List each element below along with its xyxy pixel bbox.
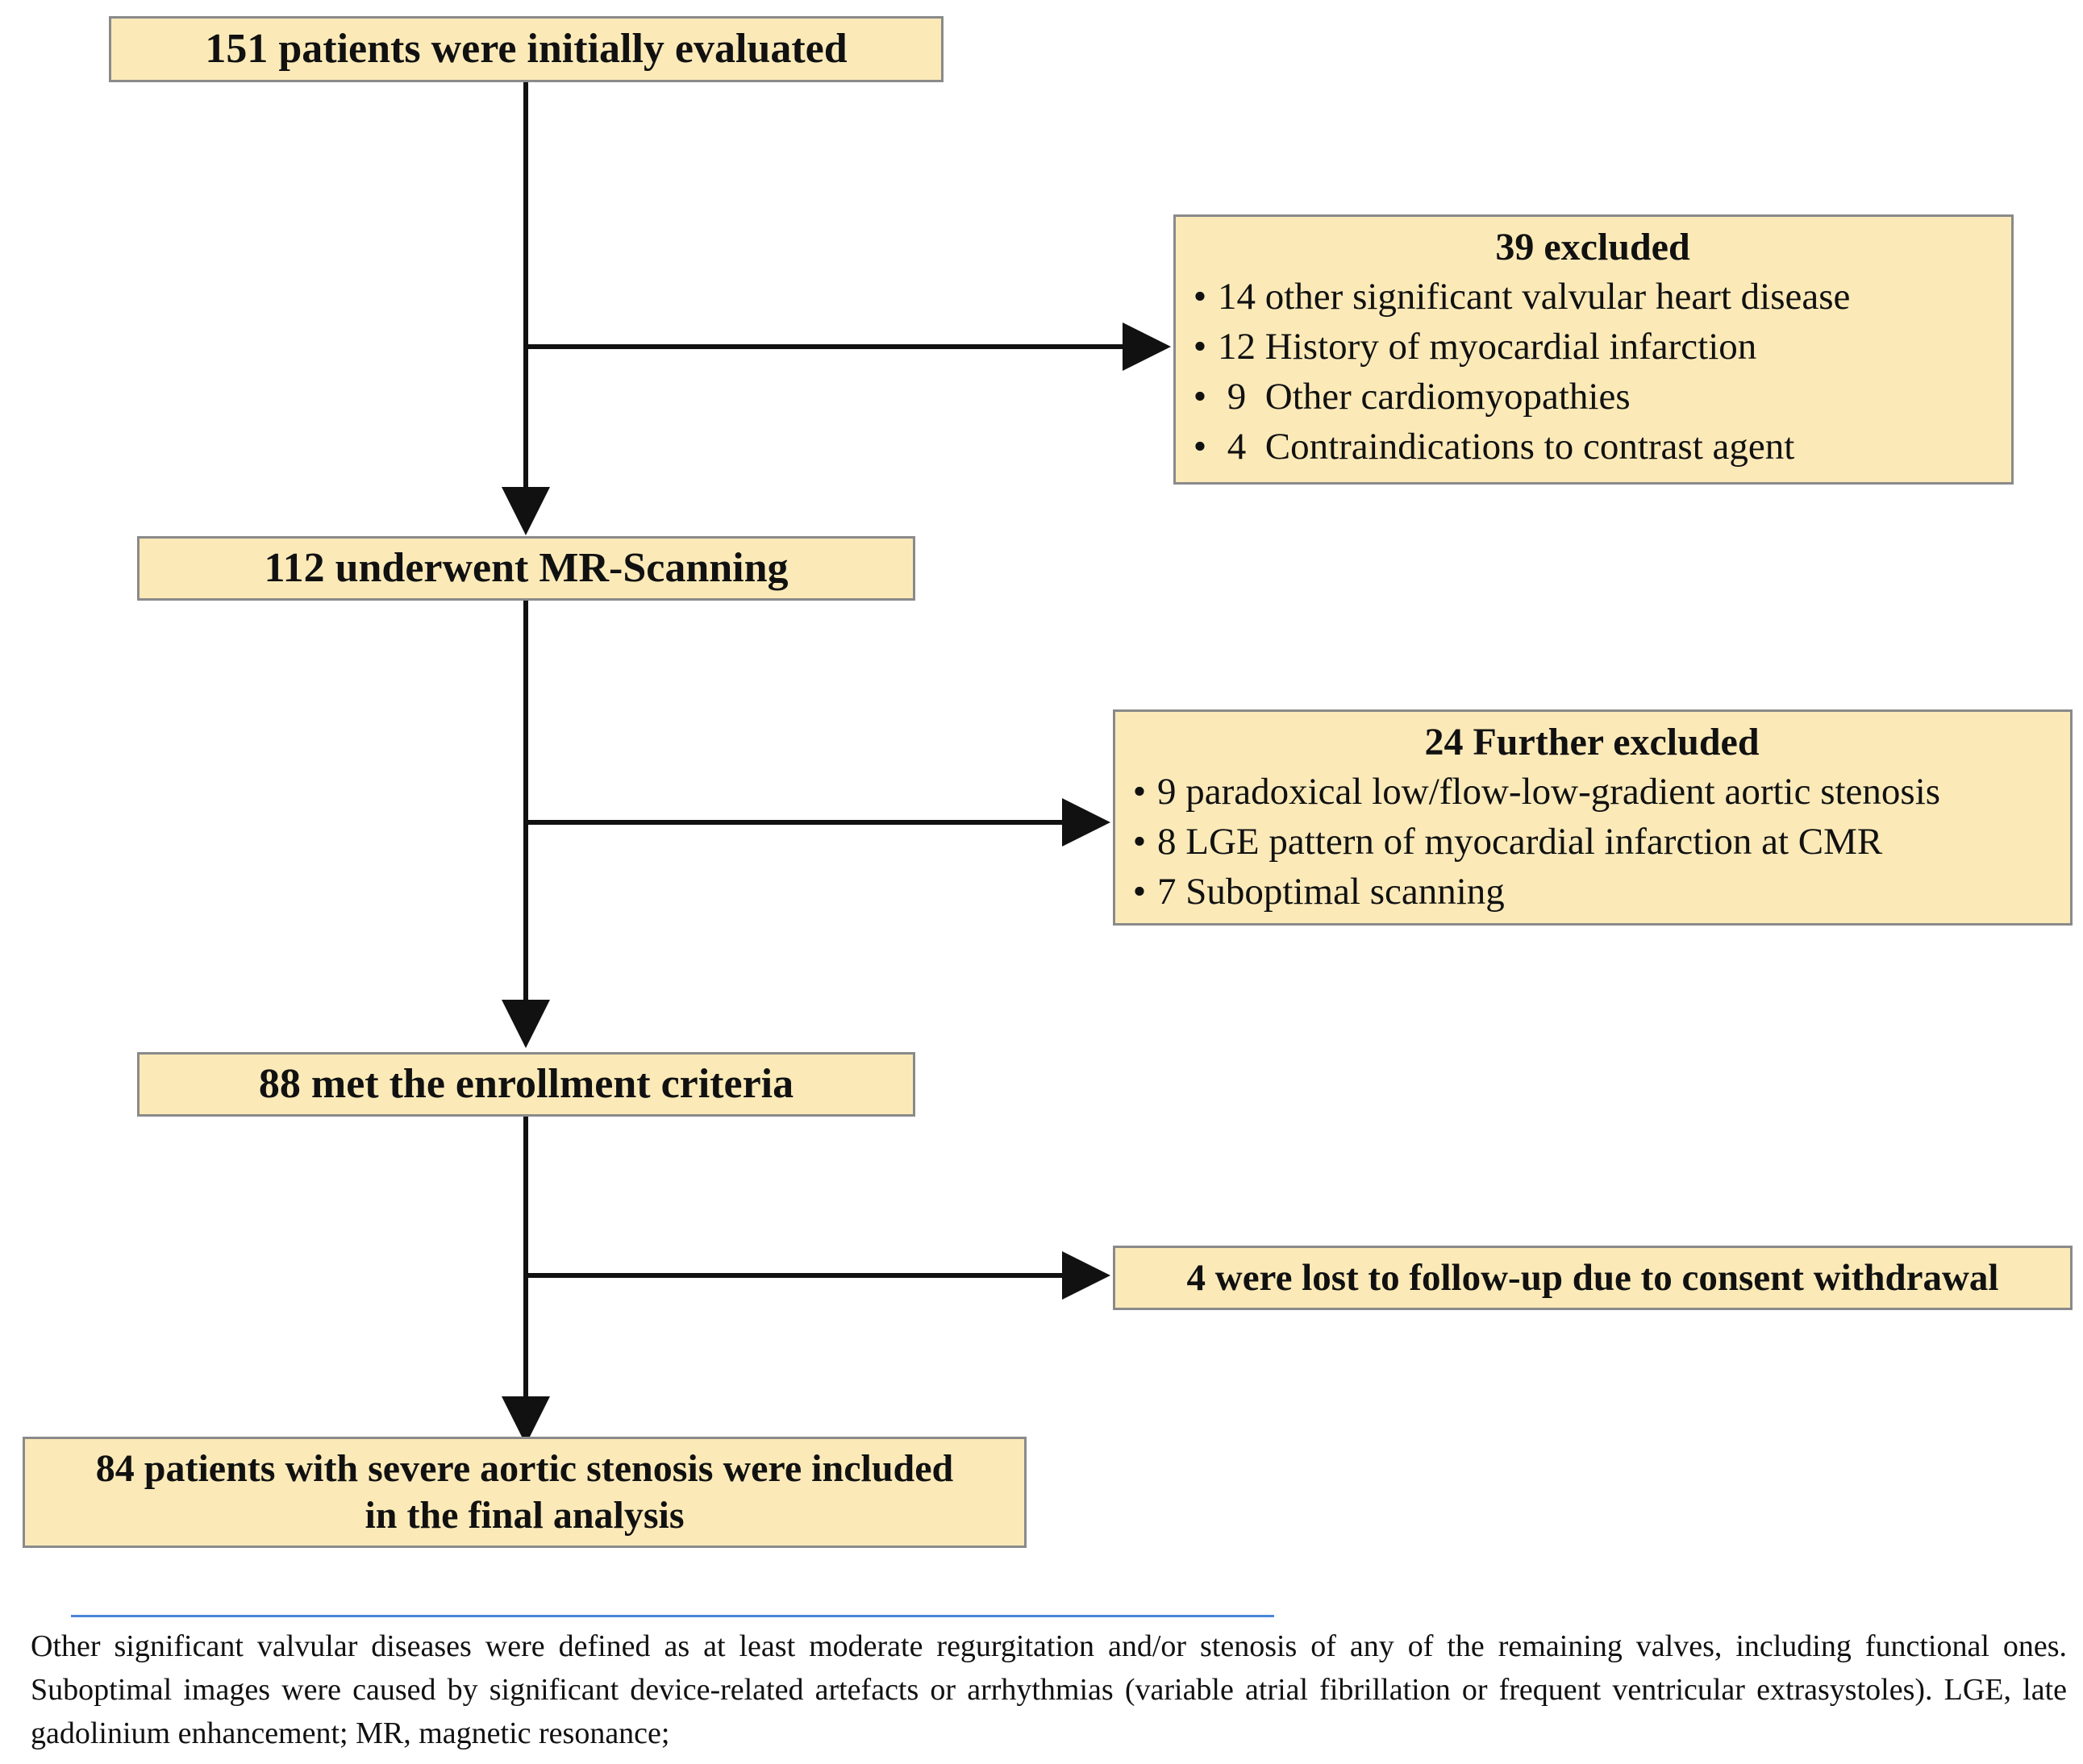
list-item-text: 4 Contraindications to contrast agent: [1218, 426, 1795, 468]
exclusion-list-2: •9 paradoxical low/flow-low-gradient aor…: [1122, 767, 2062, 917]
exclusion-list-1: • 14 other significant valvular heart dis…: [1182, 272, 2003, 472]
list-item: • 12 History of myocardial infarction: [1182, 322, 2003, 372]
bullet-icon: •: [1132, 771, 1147, 813]
footnote: Other significant valvular diseases were…: [31, 1629, 2067, 1750]
bullet-icon: •: [1193, 426, 1207, 468]
step-enrollment: 88 met the enrollment criteria: [137, 1052, 915, 1117]
list-item-text: 9 Other cardiomyopathies: [1218, 376, 1631, 418]
exclusion-box-3-text: 4 were lost to follow-up due to consent …: [1186, 1257, 1999, 1299]
exclusion-box-2-title: 24 Further excluded: [1424, 721, 1760, 763]
bullet-icon: •: [1132, 871, 1147, 913]
exclusion-box-2: 24 Further excluded •9 paradoxical low/f…: [1113, 709, 2073, 926]
list-item-text: 14 other significant valvular heart dise…: [1218, 276, 1851, 318]
list-item: •7 Suboptimal scanning: [1122, 867, 2062, 917]
list-item-text: 8 LGE pattern of myocardial infarction a…: [1157, 821, 1883, 863]
list-item: •9 paradoxical low/flow-low-gradient aor…: [1122, 767, 2062, 817]
exclusion-box-1-title: 39 excluded: [1495, 226, 1690, 268]
bullet-icon: •: [1193, 276, 1207, 318]
bullet-icon: •: [1193, 376, 1207, 418]
bullet-icon: •: [1132, 821, 1147, 863]
list-item-text: 7 Suboptimal scanning: [1157, 871, 1505, 913]
step-mr-scanning: 112 underwent MR-Scanning: [137, 536, 915, 601]
list-item: •8 LGE pattern of myocardial infarction …: [1122, 817, 2062, 867]
list-item: • 4 Contraindications to contrast agent: [1182, 422, 2003, 472]
step-final-analysis-line1: 84 patients with severe aortic stenosis …: [95, 1447, 954, 1491]
list-item-text: 9 paradoxical low/flow-low-gradient aort…: [1157, 771, 1941, 813]
step-initial-evaluation-text: 151 patients were initially evaluated: [205, 25, 848, 72]
exclusion-box-3: 4 were lost to follow-up due to consent …: [1113, 1246, 2073, 1310]
step-final-analysis: 84 patients with severe aortic stenosis …: [23, 1437, 1027, 1548]
exclusion-box-1: 39 excluded • 14 other significant valvul…: [1173, 214, 2014, 485]
step-mr-scanning-text: 112 underwent MR-Scanning: [264, 544, 789, 591]
step-initial-evaluation: 151 patients were initially evaluated: [109, 16, 944, 82]
list-item: • 9 Other cardiomyopathies: [1182, 372, 2003, 422]
step-enrollment-text: 88 met the enrollment criteria: [258, 1060, 794, 1107]
step-final-analysis-line2: in the final analysis: [365, 1494, 685, 1537]
footnote-divider: [71, 1615, 1274, 1617]
list-item-text: 12 History of myocardial infarction: [1218, 326, 1757, 368]
bullet-icon: •: [1193, 326, 1207, 368]
list-item: • 14 other significant valvular heart dis…: [1182, 272, 2003, 322]
